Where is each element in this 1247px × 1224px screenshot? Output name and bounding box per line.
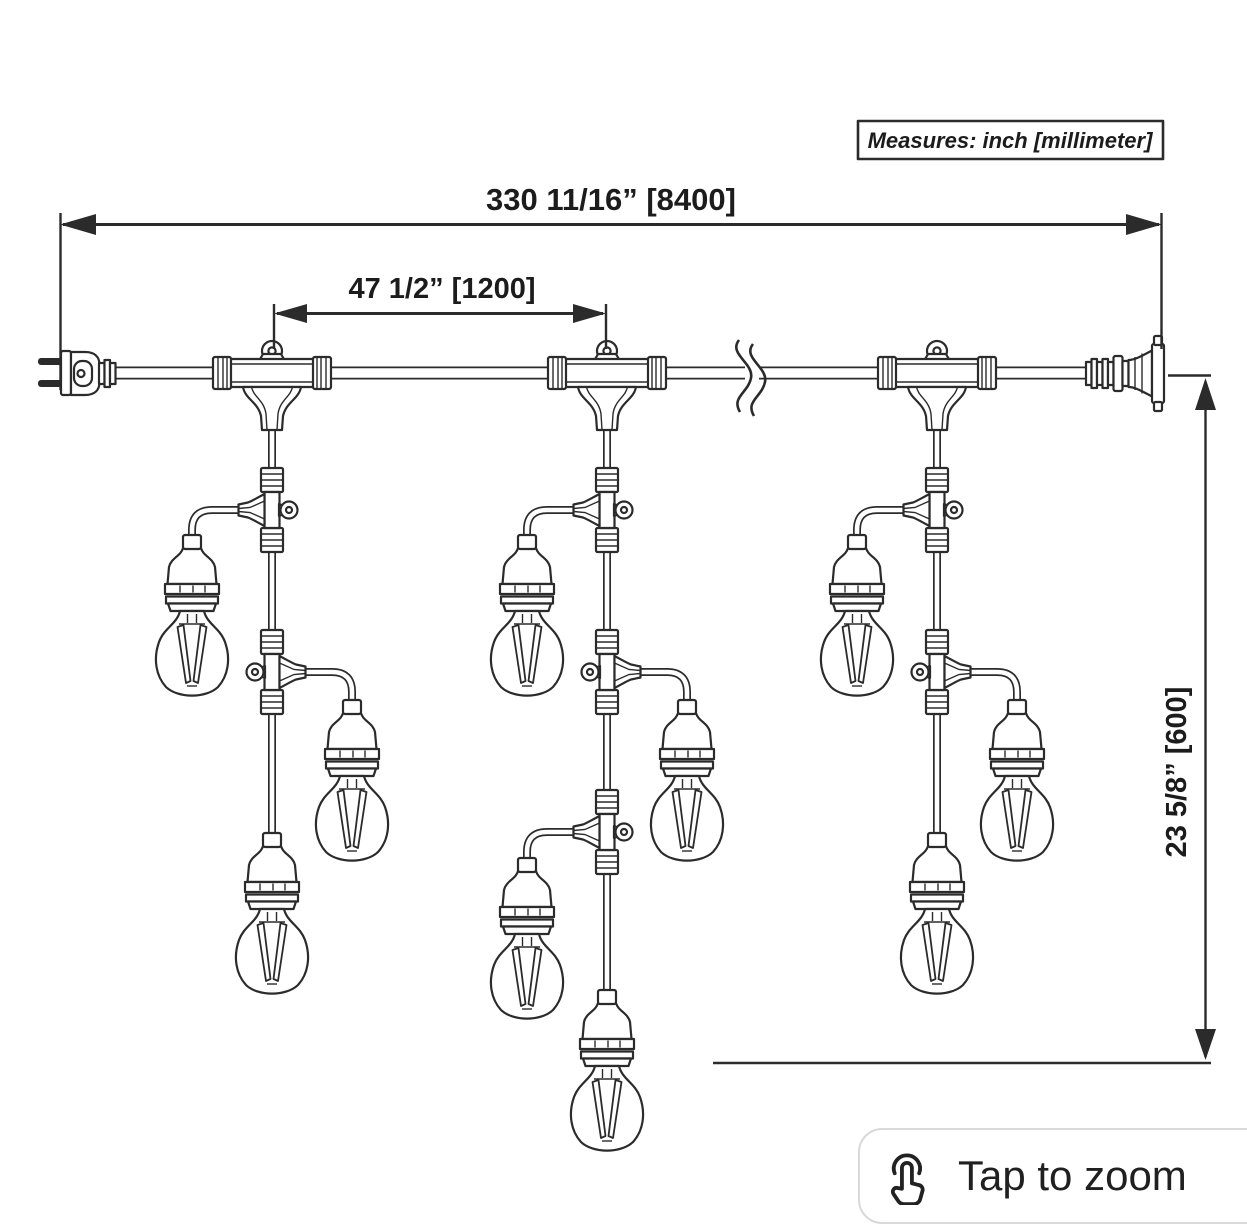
- drop-connector: [546, 339, 668, 432]
- bulb-icon: [154, 533, 230, 697]
- dimension-drop-height: 23 5/8” [600]: [713, 374, 1216, 1065]
- cable-break-icon: [735, 339, 767, 417]
- bulb-icon: [979, 698, 1055, 862]
- socket-clip: [580, 628, 642, 716]
- tap-to-zoom-button[interactable]: Tap to zoom: [858, 1128, 1247, 1224]
- dimension-total-length: 330 11/16” [8400]: [59, 182, 1163, 390]
- bulb-icon: [819, 533, 895, 697]
- power-socket-icon: [1084, 334, 1166, 413]
- measures-note-box: Measures: inch [millimeter]: [856, 119, 1165, 161]
- tap-icon: [890, 1153, 925, 1205]
- socket-clip: [245, 628, 307, 716]
- bulb-icon: [489, 533, 565, 697]
- total-length-label: 330 11/16” [8400]: [486, 182, 736, 217]
- bulb-icon: [569, 988, 645, 1152]
- bulb-icon: [489, 856, 565, 1020]
- tap-to-zoom-label: Tap to zoom: [958, 1152, 1187, 1199]
- socket-clip: [237, 466, 299, 554]
- dimension-bulb-spacing: 47 1/2” [1200]: [272, 273, 608, 349]
- bulb-spacing-label: 47 1/2” [1200]: [348, 273, 535, 305]
- socket-clip: [902, 466, 964, 554]
- bulb-icon: [649, 698, 725, 862]
- drop-connector: [876, 339, 998, 432]
- socket-clip: [572, 788, 634, 876]
- plug-icon: [38, 349, 117, 397]
- bulb-icon: [234, 831, 310, 995]
- measures-note-label: Measures: inch [millimeter]: [868, 128, 1154, 153]
- drop-height-label: 23 5/8” [600]: [1161, 687, 1193, 858]
- socket-clip: [910, 628, 972, 716]
- socket-clip: [572, 466, 634, 554]
- bulb-icon: [899, 831, 975, 995]
- drop-connector: [211, 339, 333, 432]
- bulb-icon: [314, 698, 390, 862]
